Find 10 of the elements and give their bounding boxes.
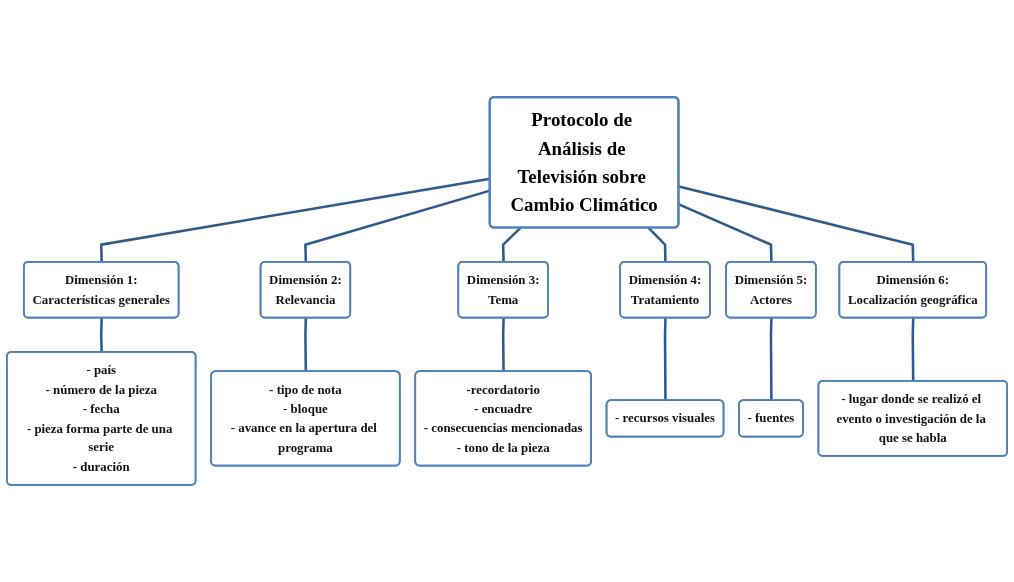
connector (663, 318, 667, 401)
connector (99, 318, 103, 353)
connector (678, 203, 773, 263)
connector (911, 318, 915, 382)
connector (501, 318, 505, 372)
connector (304, 318, 308, 372)
connector (678, 185, 915, 263)
connector (647, 227, 667, 263)
connector (501, 227, 522, 263)
connector (769, 318, 773, 401)
